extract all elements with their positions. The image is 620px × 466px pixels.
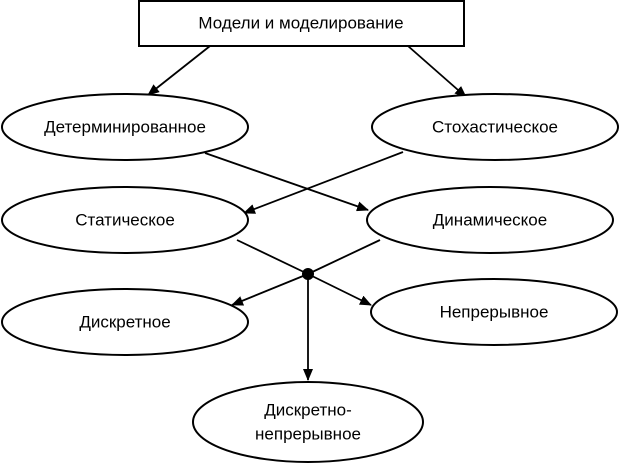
- node-continuous-label: Непрерывное: [440, 302, 549, 321]
- node-continuous: Непрерывное: [370, 278, 618, 346]
- edge-stochastic-to-static: [243, 151, 404, 214]
- node-discrete-continuous-label-line2: непрерывное: [255, 424, 361, 443]
- node-discrete: Дискретное: [1, 288, 249, 356]
- node-static: Статическое: [1, 186, 249, 254]
- junction-dot: [302, 268, 314, 280]
- edge-junction-to-discrete: [231, 273, 309, 306]
- edge-junction-to-continuous: [307, 273, 372, 306]
- edge-root-to-deterministic: [147, 45, 211, 96]
- edge-root-to-stochastic: [407, 45, 467, 98]
- node-discrete-label: Дискретное: [79, 312, 170, 331]
- node-discrete-continuous-label-line1: Дискретно-: [264, 400, 352, 419]
- node-dynamic-label: Динамическое: [433, 210, 547, 229]
- node-discrete-continuous: Дискретно- непрерывное: [192, 381, 424, 463]
- node-stochastic-label: Стохастическое: [432, 117, 558, 136]
- node-stochastic: Стохастическое: [371, 93, 619, 161]
- edge-static-to-junction: [236, 239, 309, 275]
- node-deterministic-label: Детерминированное: [44, 117, 206, 136]
- edge-dynamic-to-junction: [307, 239, 381, 275]
- edge-deterministic-to-dynamic: [204, 152, 369, 212]
- node-deterministic: Детерминированное: [1, 93, 249, 161]
- node-static-label: Статическое: [75, 210, 175, 229]
- root-node: Модели и моделирование: [138, 0, 465, 47]
- node-dynamic: Динамическое: [366, 186, 614, 254]
- root-node-label: Модели и моделирование: [198, 13, 403, 32]
